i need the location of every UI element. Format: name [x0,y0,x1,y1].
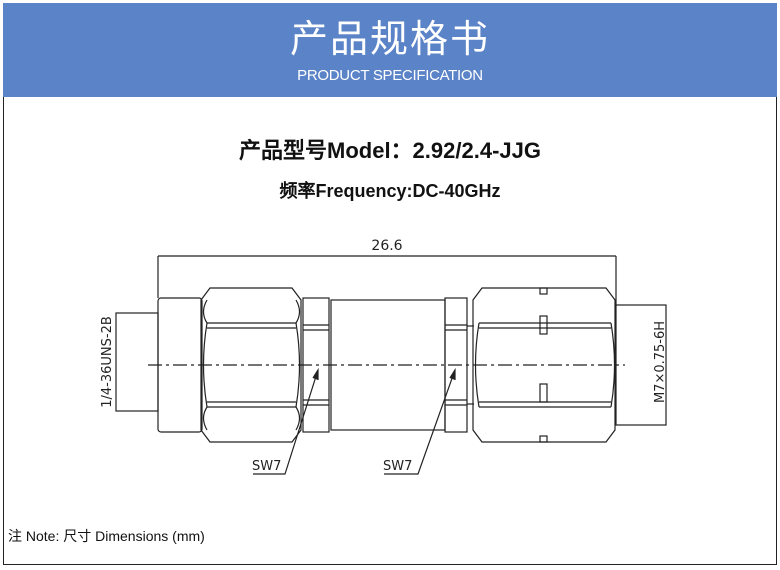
right-hex-nut [472,287,616,443]
right-thread-label: M7×0.75-6H [653,321,668,403]
page-subtitle: PRODUCT SPECIFICATION [297,67,483,84]
leader-left [253,369,319,475]
left-thread-label: 1/4-36UNS-2B [100,316,115,408]
length-dimension: 26.6 [371,238,402,254]
model-label: 产品型号Model：2.92/2.4-JJG [239,138,541,163]
wrench-size-left: SW7 [252,459,281,474]
page-title: 产品规格书 [289,19,490,61]
left-thread [115,312,159,412]
left-hex-nut [200,287,302,443]
dimensions-note: 注 Note: 尺寸 Dimensions (mm) [8,528,205,544]
leader-right [384,369,456,475]
frequency-label: 频率Frequency:DC-40GHz [279,181,501,201]
wrench-size-right: SW7 [383,459,412,474]
header-banner: 产品规格书 PRODUCT SPECIFICATION [3,3,777,97]
content-frame [3,97,777,565]
